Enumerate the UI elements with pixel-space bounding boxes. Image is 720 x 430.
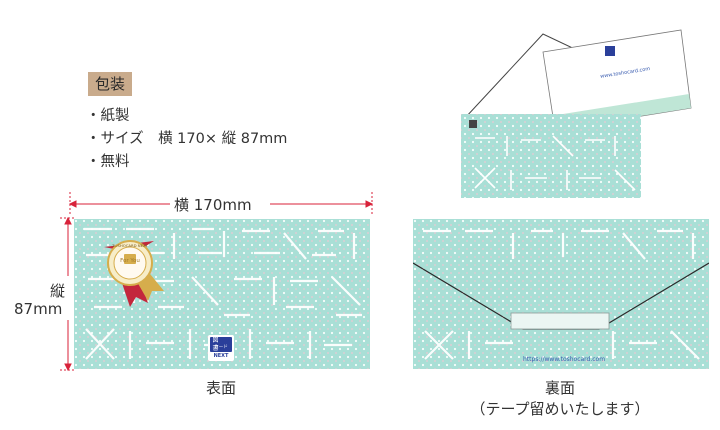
back-caption-line2: （テープ留めいたします） [470,400,650,418]
back-url: https://www.toshocard.com [523,356,606,363]
spec-material: ・紙製 [86,108,130,124]
logo-block [208,335,234,361]
envelope-front: For You TOSHOCARD NEXT 図書 カード NEXT [74,219,370,369]
envelope-preview: www.toshocard.com [455,28,697,203]
logo-text-3: NEXT [213,353,229,359]
spec-price: ・無料 [86,154,130,170]
height-dimension-label-1: 縦 [50,282,66,300]
logo-text-2: カード [214,345,228,350]
ribbon-badge [104,240,164,307]
width-dimension-label: 横 170mm [174,196,252,214]
packaging-label: 包装 [88,72,132,96]
spec-size: ・サイズ 横 170× 縦 87mm [86,131,288,147]
height-dimension-label-2: 87mm [14,300,63,318]
badge-center-text: For You [120,258,140,264]
back-caption-line1: 裏面 [544,379,575,397]
envelope-back: https://www.toshocard.com [412,219,710,369]
badge-arc-text: TOSHOCARD NEXT [112,243,148,248]
logo-text-1: 図書 [212,337,219,352]
front-caption: 表面 [205,379,236,397]
